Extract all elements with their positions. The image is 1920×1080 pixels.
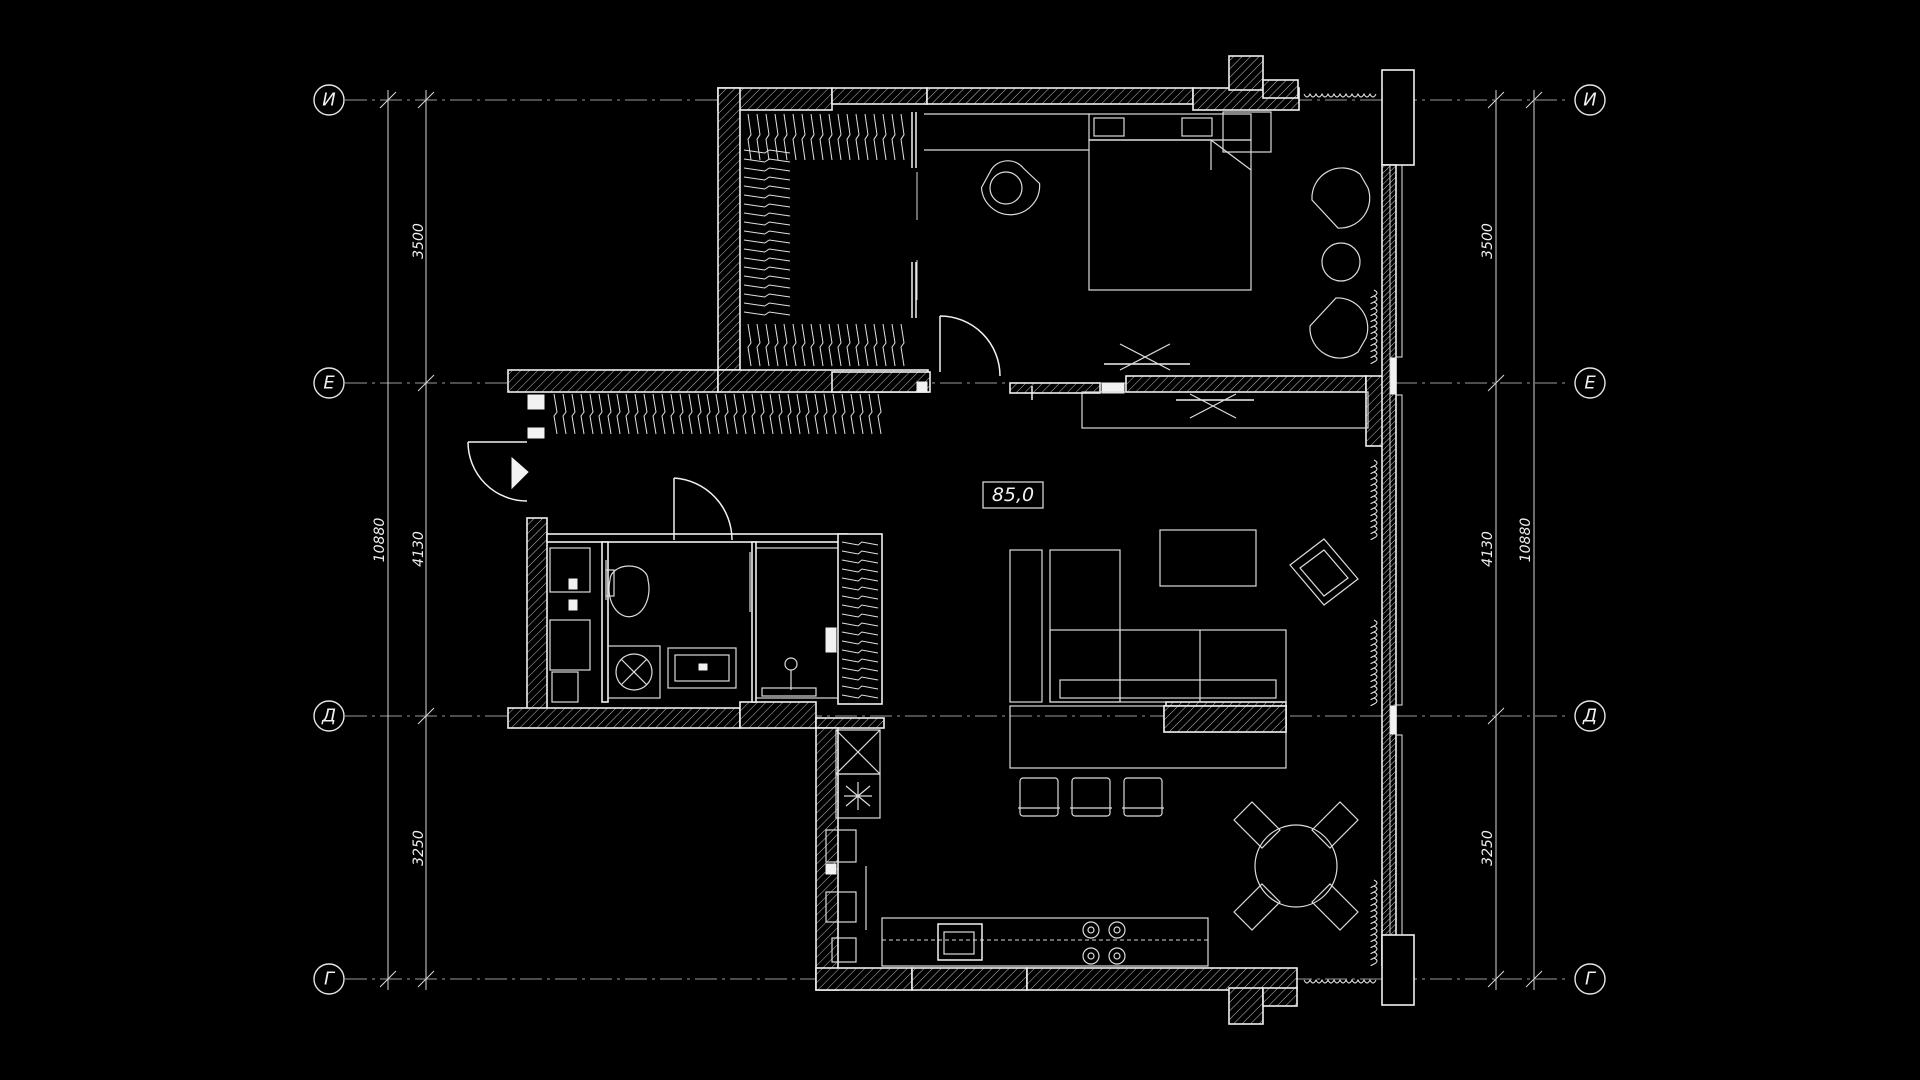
svg-text:Г: Г	[1585, 969, 1597, 990]
dim-left-segment-1: 3500	[411, 223, 427, 259]
svg-text:И: И	[1583, 90, 1596, 111]
axis-bubble-left-2: Е	[313, 367, 345, 399]
dim-right-segment-2: 4130	[1480, 531, 1496, 567]
axis-bubble-right-1: И	[1574, 84, 1606, 116]
axis-bubble-left-4: Г	[313, 963, 345, 995]
room-area-label: 85,0	[982, 481, 1044, 509]
dim-right-segment-3: 3250	[1480, 830, 1496, 866]
columns	[527, 357, 1397, 875]
dim-right-segment-1: 3500	[1480, 223, 1496, 259]
dim-right-total: 10880	[1518, 518, 1534, 563]
windows	[1389, 164, 1403, 936]
entrance-door	[467, 441, 529, 502]
bedroom-door	[939, 315, 1001, 377]
dimension-lines-right	[1487, 90, 1543, 990]
bathroom-fixtures	[549, 547, 839, 703]
bedroom-furniture	[924, 111, 1371, 371]
svg-text:Д: Д	[1582, 706, 1597, 727]
axis-bubble-left-3: Д	[313, 700, 345, 732]
living-furniture	[825, 386, 1369, 967]
svg-text:Е: Е	[1584, 373, 1596, 394]
svg-text:И: И	[322, 90, 335, 111]
bathroom-door	[673, 477, 733, 541]
walls	[507, 55, 1415, 1025]
dimension-lines-left	[379, 90, 435, 990]
closet-sliding-doors	[911, 112, 918, 318]
axis-bubble-right-2: Е	[1574, 367, 1606, 399]
closet-hangers	[553, 113, 905, 699]
dim-left-segment-3: 3250	[411, 830, 427, 866]
radiators	[1303, 92, 1378, 984]
svg-text:85,0: 85,0	[992, 484, 1034, 506]
axis-bubble-left-1: И	[313, 84, 345, 116]
axis-bubble-right-4: Г	[1574, 963, 1606, 995]
svg-text:Г: Г	[324, 969, 336, 990]
dim-left-segment-2: 4130	[411, 531, 427, 567]
dim-left-total: 10880	[372, 518, 388, 563]
axis-bubble-right-3: Д	[1574, 700, 1606, 732]
svg-text:Е: Е	[323, 373, 335, 394]
svg-text:Д: Д	[321, 706, 336, 727]
